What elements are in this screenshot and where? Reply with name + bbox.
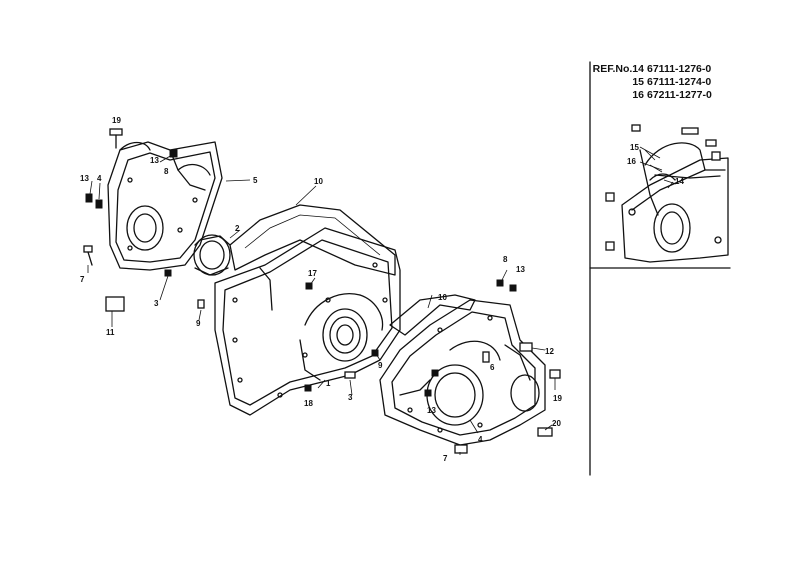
callout-3: 3 <box>348 393 353 402</box>
callout-2: 2 <box>235 224 240 233</box>
callout-19: 19 <box>112 116 121 125</box>
callout-12: 12 <box>545 347 554 356</box>
inset-callout-15: 15 <box>630 143 639 152</box>
callout-13: 13 <box>80 174 89 183</box>
callout-13: 13 <box>427 406 436 415</box>
callout-13: 13 <box>150 156 159 165</box>
callout-18: 18 <box>304 399 313 408</box>
ref-number: 16 <box>632 89 644 101</box>
callout-10: 10 <box>314 177 323 186</box>
callout-5: 5 <box>253 176 258 185</box>
callout-7: 7 <box>443 454 448 463</box>
rear-cover-part-4 <box>379 299 546 446</box>
part-number: 67211-1277-0 <box>647 89 712 101</box>
gasket-right-part-10 <box>389 294 476 336</box>
callout-11: 11 <box>106 328 115 337</box>
callout-1: 1 <box>326 379 331 388</box>
ref-number: REF.No.14 <box>592 63 644 75</box>
callout-10: 10 <box>438 293 447 302</box>
front-cover-part-5 <box>107 141 223 271</box>
inset-callout-16: 16 <box>627 157 636 166</box>
callout-4: 4 <box>478 435 483 444</box>
inset-frame <box>589 61 731 476</box>
part-number: 67111-1274-0 <box>647 76 712 88</box>
callout-3: 3 <box>154 299 159 308</box>
gasket-part-10 <box>229 204 396 276</box>
part-number: 67111-1276-0 <box>647 63 712 75</box>
callout-13: 13 <box>516 265 525 274</box>
seal-ring-part-2 <box>193 234 231 276</box>
ref-number: 15 <box>632 76 644 88</box>
callout-20: 20 <box>552 419 561 428</box>
callout-19: 19 <box>553 394 562 403</box>
inset-callout-14: 14 <box>675 177 684 186</box>
callout-9: 9 <box>196 319 201 328</box>
callout-labels: 19 13 8 5 13 4 2 7 3 11 9 10 17 1 18 3 9… <box>80 116 684 463</box>
callout-8: 8 <box>503 255 508 264</box>
leader-lines <box>87 146 674 455</box>
inset-detail-housing <box>605 124 729 263</box>
callout-17: 17 <box>308 269 317 278</box>
callout-9: 9 <box>378 361 383 370</box>
callout-7: 7 <box>80 275 85 284</box>
callout-8: 8 <box>164 167 169 176</box>
fasteners <box>83 128 561 454</box>
callout-4: 4 <box>97 174 102 183</box>
callout-6: 6 <box>490 363 495 372</box>
